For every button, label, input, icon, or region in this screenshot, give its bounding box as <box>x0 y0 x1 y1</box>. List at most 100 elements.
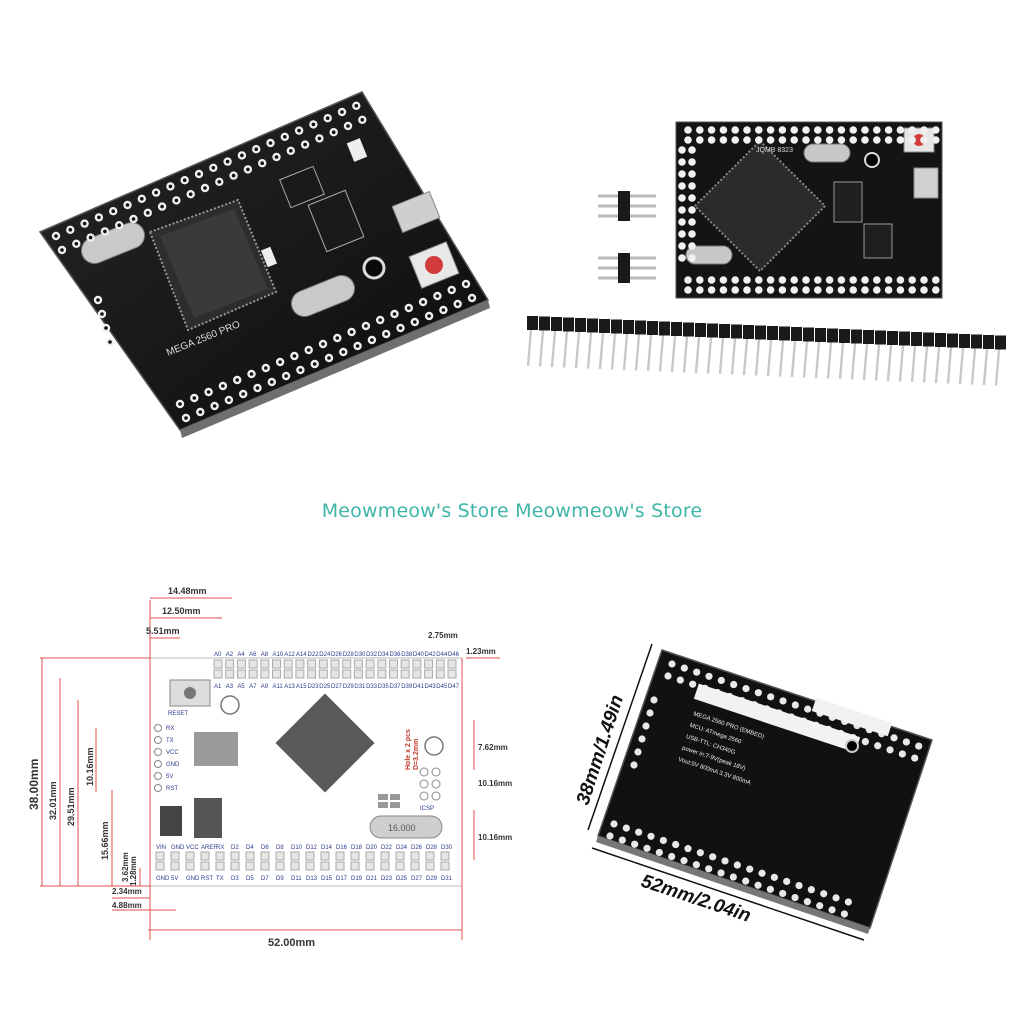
pin-label: D42 <box>425 652 437 658</box>
header-body <box>839 329 850 343</box>
silk-white-box <box>811 697 893 737</box>
pin-hole <box>705 865 713 873</box>
reset-label: RESET <box>168 711 188 717</box>
pin-hole <box>920 136 928 144</box>
pin-hole <box>696 126 704 134</box>
pin-label: D30 <box>354 652 366 658</box>
pin-pad <box>154 748 162 756</box>
pin-label: D21 <box>366 876 378 882</box>
pin-hole <box>692 861 700 869</box>
pin-hole <box>861 738 869 746</box>
pin-hole <box>873 126 881 134</box>
header-body <box>618 191 630 221</box>
pin-label: D5 <box>246 876 254 882</box>
dimension-lines <box>40 597 500 940</box>
pin-hole <box>746 865 754 873</box>
header-body <box>575 318 586 332</box>
pin-hole <box>932 126 940 134</box>
pin-pad <box>272 669 281 679</box>
voltage-regulator <box>279 165 325 209</box>
pin-hole <box>731 126 739 134</box>
pin-label: AREF <box>201 845 217 851</box>
pin-hole <box>920 286 928 294</box>
header-body <box>671 322 682 336</box>
pin-hole <box>778 276 787 284</box>
pin-label: D46 <box>448 652 460 658</box>
header-body <box>587 318 598 333</box>
pin-label: D8 <box>276 845 284 851</box>
pin-label: D6 <box>261 845 269 851</box>
pin-hole <box>730 680 738 689</box>
pin-hole <box>688 242 696 250</box>
pin-pad <box>305 851 315 861</box>
pin-pad <box>342 669 352 679</box>
pin-pad <box>215 861 225 871</box>
pin-label: D22 <box>308 652 320 658</box>
pin-pad <box>154 736 162 744</box>
pin-hole <box>932 276 940 284</box>
pin-pad <box>230 851 240 861</box>
pin-hole <box>932 286 940 294</box>
pin-label: TX <box>166 738 174 744</box>
pin-label: RX <box>166 726 174 732</box>
pin-hole <box>896 136 905 144</box>
pin-hole <box>920 276 928 284</box>
pin-hole <box>861 126 869 134</box>
usb-serial-chip <box>307 189 365 253</box>
pin-pad <box>412 669 422 679</box>
pin-hole <box>731 136 739 144</box>
pin-pad <box>380 861 390 871</box>
pin-pad <box>170 851 180 861</box>
pin-pad <box>248 659 258 669</box>
pin-pad <box>377 659 387 669</box>
pin-pad <box>389 669 398 679</box>
pin-hole <box>814 136 822 144</box>
pin-label: D40 <box>413 652 425 658</box>
pin-label: GND <box>166 762 180 768</box>
pin-hole <box>743 286 751 294</box>
dim-label: 15.66mm <box>100 821 110 860</box>
header-body <box>875 330 886 345</box>
dim-label: 2.34mm <box>112 887 142 896</box>
pin-label: D11 <box>291 876 302 882</box>
pin-hole <box>642 722 650 730</box>
pin-hole <box>896 276 905 284</box>
pin-hole <box>911 754 919 762</box>
header-body <box>803 327 814 342</box>
pin-label: D2 <box>231 845 239 851</box>
header-body <box>563 317 574 332</box>
pin-hole <box>766 286 775 294</box>
pin-hole <box>873 286 881 294</box>
pin-hole <box>874 742 882 750</box>
crystal-oscillator <box>290 275 356 317</box>
pin-hole <box>707 286 716 294</box>
pin-hole <box>680 664 688 672</box>
pin-label: D24 <box>396 845 408 851</box>
pin-pad <box>154 784 162 792</box>
pin-hole <box>754 689 762 697</box>
pin-label: A9 <box>261 684 269 690</box>
pin-label: TX <box>216 876 224 882</box>
pin-pad <box>320 851 330 861</box>
chip-label: JQMB 8323 <box>756 147 793 154</box>
dim-label: 12.50mm <box>162 606 201 616</box>
pin-hole <box>807 886 815 894</box>
pin-label: D45 <box>436 684 448 690</box>
pin-hole <box>791 701 799 709</box>
header-body <box>611 319 622 334</box>
pin-hole <box>755 126 763 134</box>
pin-hole <box>719 286 728 294</box>
pin-label: GND <box>171 845 185 851</box>
pin-pad <box>185 861 195 871</box>
header-body <box>947 333 958 348</box>
pin-pad <box>424 669 434 679</box>
pin-hole <box>790 286 798 294</box>
pin-hole <box>844 898 852 906</box>
pin-label: D20 <box>366 845 378 851</box>
pin-pad <box>353 669 363 679</box>
pin-label: D17 <box>336 876 348 882</box>
pin-pad <box>350 851 360 861</box>
pin-hole <box>766 885 774 893</box>
pin-hole <box>634 748 642 756</box>
